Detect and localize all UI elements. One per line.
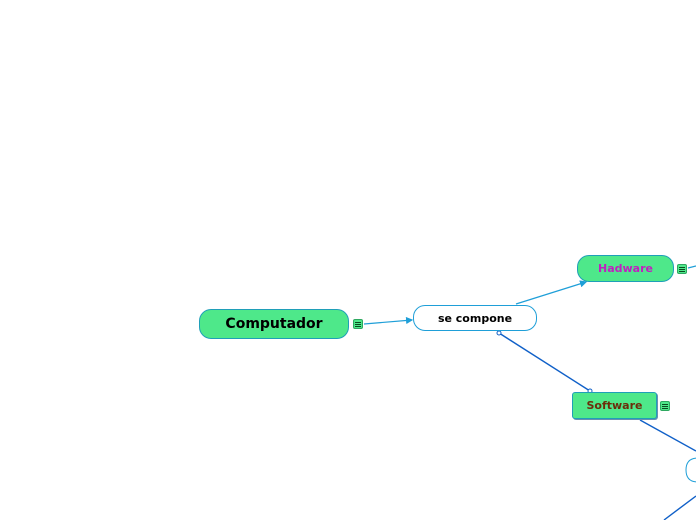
link-se-compone-hadware [515,280,588,305]
link-hadware-offscreen [687,265,696,269]
link-se-compone-software [498,332,591,392]
link-software-offscreen [639,419,696,452]
node-hadware-label: Hadware [598,262,653,275]
node-se-compone-label: se compone [437,311,513,325]
node-computador[interactable]: Computador [199,309,349,339]
link-endpoint-start [496,330,502,336]
node-se-compone[interactable]: se compone [413,305,537,331]
note-icon[interactable] [353,319,363,329]
node-computador-label: Computador [225,316,323,332]
note-icon[interactable] [660,401,670,411]
node-software-label: Software [586,399,643,412]
link-offscreen-bottom [663,495,696,520]
link-computador-se-compone [363,316,414,325]
node-software[interactable]: Software [572,392,657,419]
note-icon[interactable] [677,264,687,274]
node-hadware[interactable]: Hadware [577,255,674,282]
offscreen-node-edge [685,457,696,483]
